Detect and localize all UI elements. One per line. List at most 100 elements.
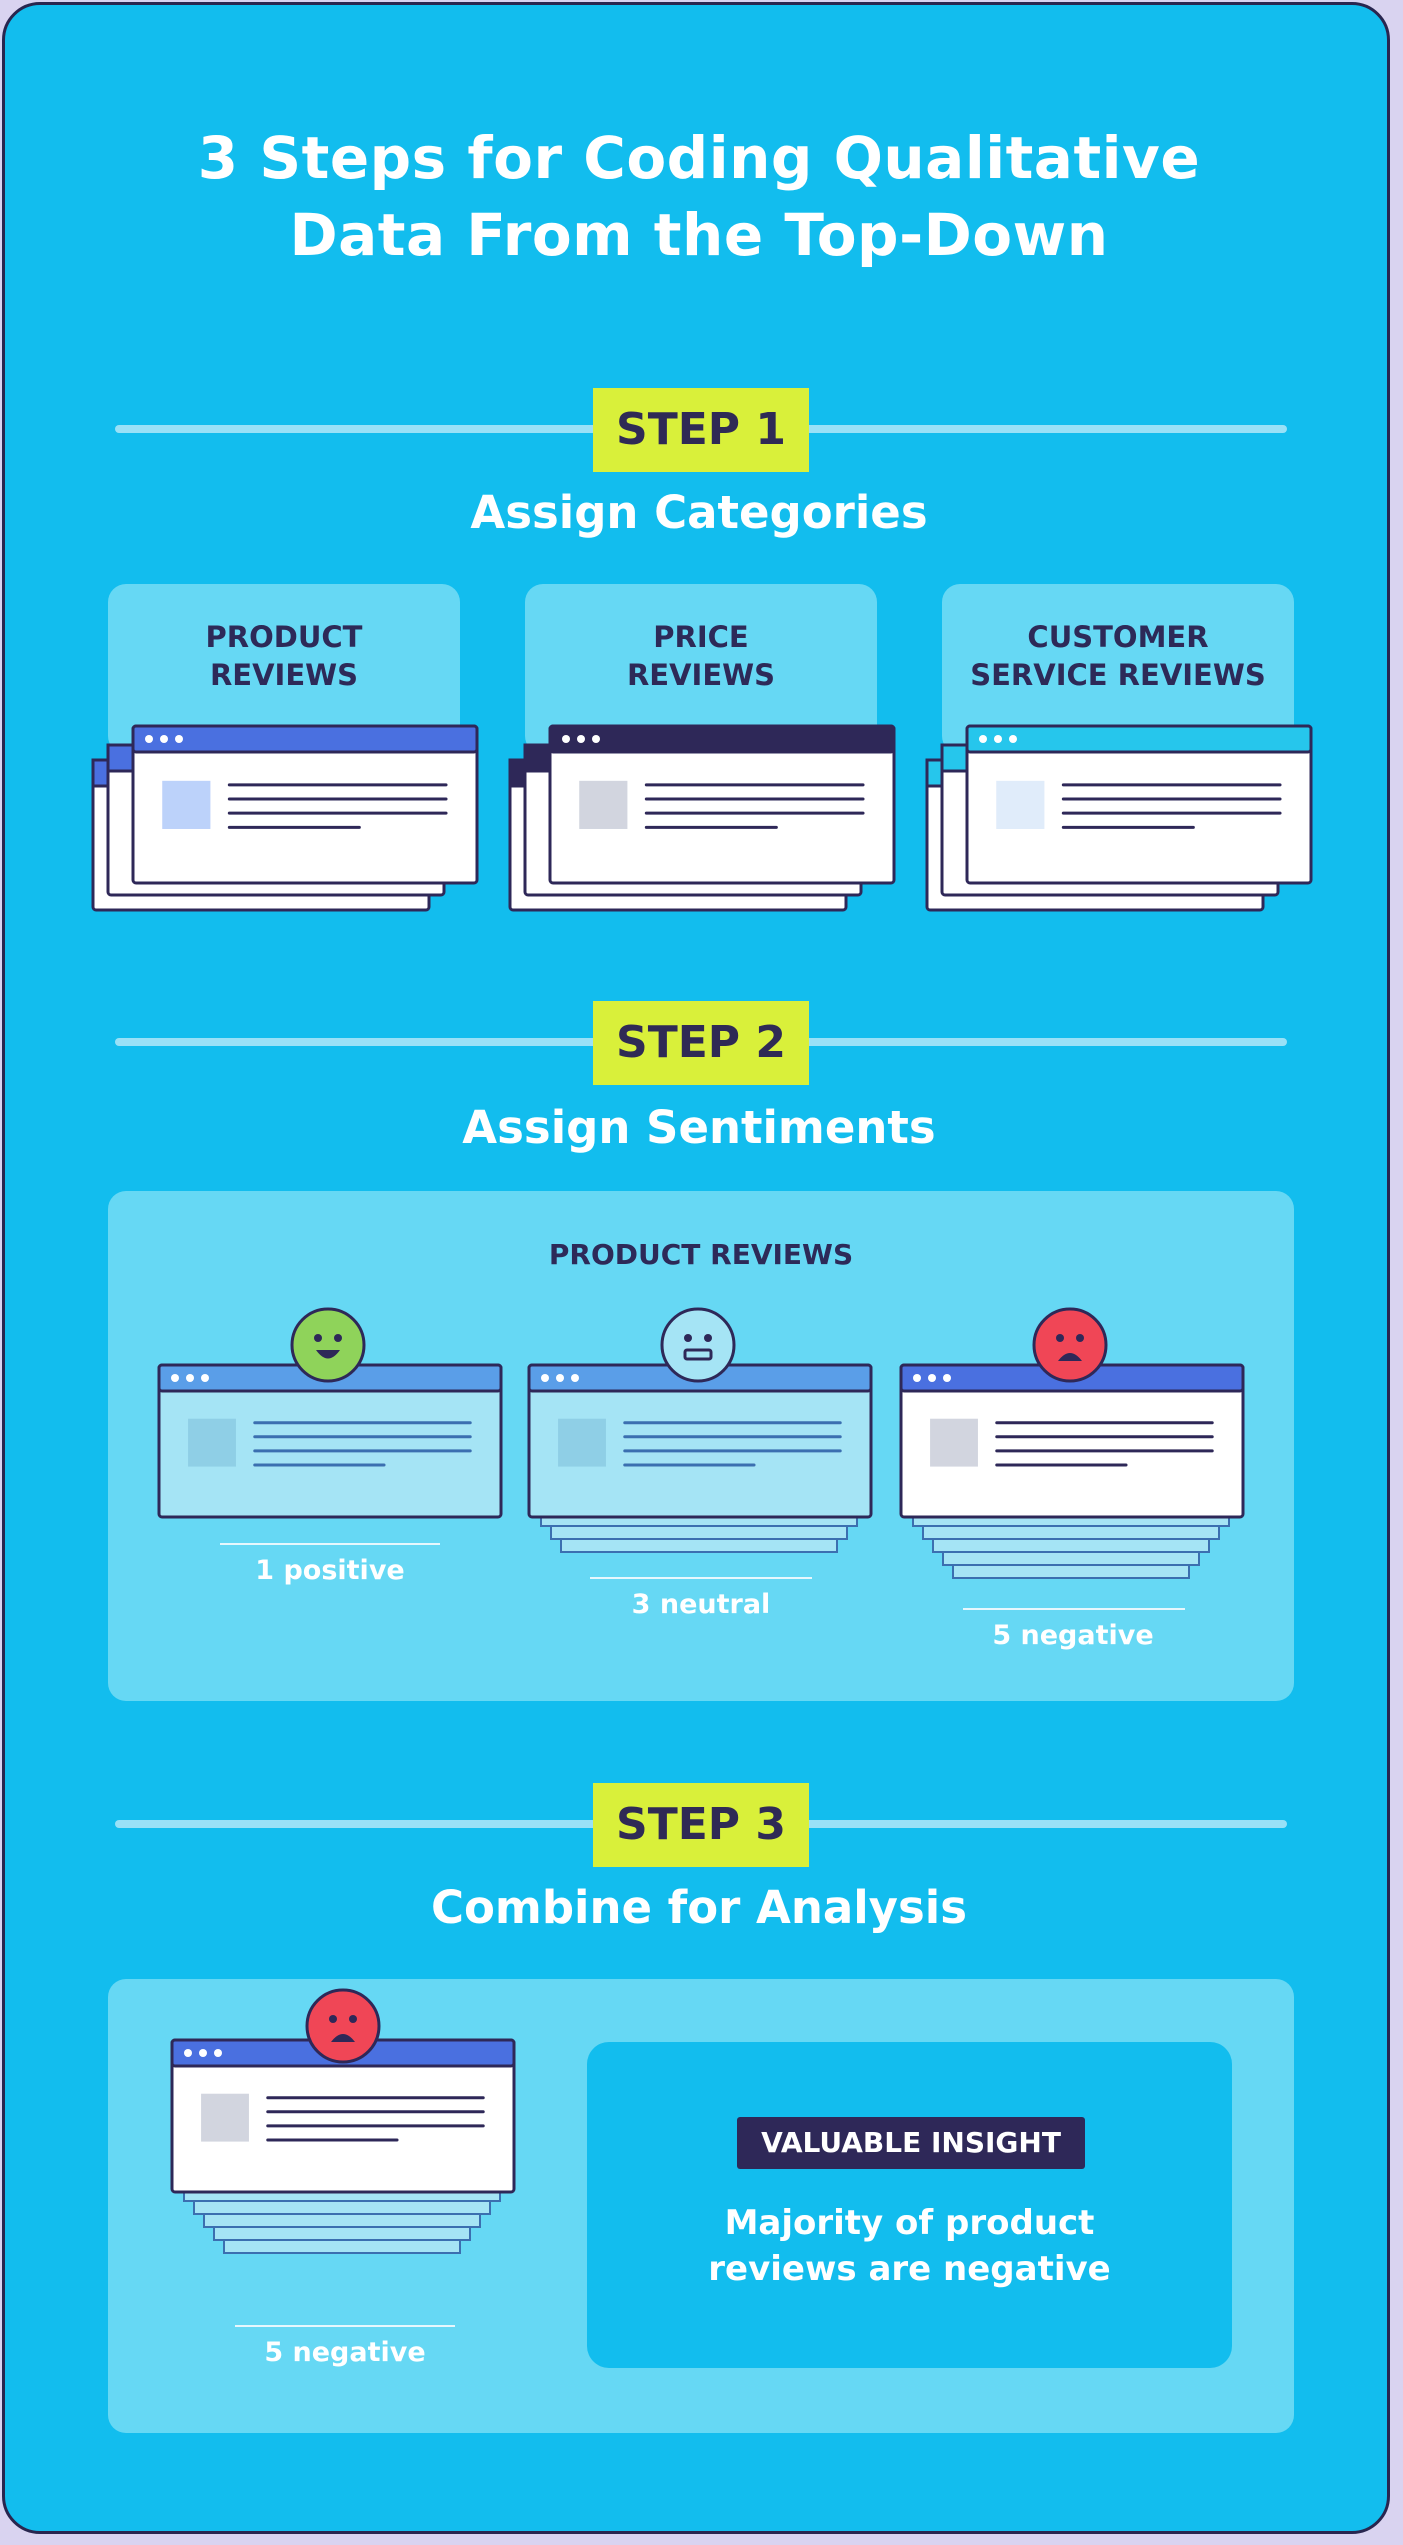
insight-text: Majority of product reviews are negative — [587, 2200, 1232, 2292]
review-window — [965, 724, 1313, 885]
face-mouth — [683, 1348, 713, 1361]
image-placeholder-icon — [579, 780, 628, 829]
review-window — [131, 724, 479, 885]
review-window — [170, 2038, 516, 2194]
category-label-price: PRICE REVIEWS — [525, 618, 877, 694]
count-underline — [963, 1608, 1185, 1610]
stacked-review-plate — [952, 1564, 1190, 1579]
window-dot-icon — [571, 1374, 579, 1382]
window-dot-icon — [979, 735, 987, 743]
face-eye — [349, 2015, 357, 2023]
insight-line: reviews are negative — [708, 2249, 1111, 2289]
step2-badge: STEP 2 — [593, 1001, 809, 1085]
category-label-line: SERVICE REVIEWS — [970, 658, 1266, 692]
image-placeholder-icon — [558, 1418, 606, 1467]
stacked-review-plate — [203, 2213, 481, 2228]
review-window — [548, 724, 896, 885]
sad-face-icon — [1032, 1307, 1108, 1383]
category-label-line: REVIEWS — [209, 658, 359, 692]
review-window — [527, 1363, 873, 1519]
window-stack-price — [508, 724, 896, 912]
face-circle — [660, 1307, 736, 1383]
image-placeholder-icon — [201, 2093, 249, 2142]
image-placeholder-icon — [162, 780, 211, 829]
category-label-line: PRICE — [653, 620, 749, 654]
face-eye — [684, 1334, 692, 1342]
stacked-review-plate — [932, 1538, 1210, 1553]
window-dot-icon — [175, 735, 183, 743]
step1-badge: STEP 1 — [593, 388, 809, 472]
window-dot-icon — [201, 1374, 209, 1382]
category-label-product: PRODUCT REVIEWS — [108, 618, 460, 694]
window-dot-icon — [943, 1374, 951, 1382]
sentiment-window-neutral — [527, 1307, 873, 1553]
face-circle — [305, 1988, 381, 2064]
window-dot-icon — [994, 735, 1002, 743]
window-dot-icon — [160, 735, 168, 743]
face-eye — [329, 2015, 337, 2023]
window-title-bar — [131, 724, 479, 754]
window-title-bar — [548, 724, 896, 754]
window-dot-icon — [145, 735, 153, 743]
stacked-review-plate — [213, 2226, 471, 2241]
window-dot-icon — [1009, 735, 1017, 743]
sentiment-window-negative — [899, 1307, 1245, 1579]
face-circle — [290, 1307, 366, 1383]
count-label-neutral: 3 neutral — [631, 1589, 771, 1620]
happy-face-icon — [290, 1307, 366, 1383]
window-dot-icon — [913, 1374, 921, 1382]
stacked-review-plate — [193, 2200, 491, 2215]
stacked-review-plate — [922, 1525, 1220, 1540]
window-dot-icon — [541, 1374, 549, 1382]
neutral-face-icon — [660, 1307, 736, 1383]
face-eye — [1076, 1334, 1084, 1342]
combined-count-label: 5 negative — [264, 2337, 426, 2368]
insight-badge: VALUABLE INSIGHT — [737, 2117, 1085, 2169]
face-mouth — [331, 2034, 355, 2042]
window-stack-customer-service — [925, 724, 1313, 912]
face-eye — [704, 1334, 712, 1342]
step1-heading: Assign Categories — [470, 486, 928, 539]
window-title-bar — [965, 724, 1313, 754]
face-circle — [1032, 1307, 1108, 1383]
count-underline — [590, 1577, 812, 1579]
step3-heading: Combine for Analysis — [430, 1881, 968, 1934]
category-label-customer-service: CUSTOMER SERVICE REVIEWS — [942, 618, 1294, 694]
window-dot-icon — [592, 735, 600, 743]
window-dot-icon — [184, 2049, 192, 2057]
category-label-line: PRODUCT — [205, 620, 363, 654]
face-eye — [1056, 1334, 1064, 1342]
title-line-1: 3 Steps for Coding Qualitative — [197, 124, 1201, 192]
image-placeholder-icon — [996, 780, 1045, 829]
count-label-positive: 1 positive — [255, 1555, 405, 1586]
window-dot-icon — [556, 1374, 564, 1382]
count-label-negative: 5 negative — [992, 1620, 1154, 1651]
combined-negative-window — [170, 1988, 516, 2254]
sad-face-icon — [305, 1988, 381, 2064]
face-eye — [314, 1334, 322, 1342]
window-dot-icon — [199, 2049, 207, 2057]
count-underline — [235, 2325, 455, 2327]
stacked-review-plate — [223, 2239, 461, 2254]
window-dot-icon — [214, 2049, 222, 2057]
image-placeholder-icon — [188, 1418, 236, 1467]
window-stack-product — [91, 724, 479, 912]
count-underline — [220, 1543, 440, 1545]
step3-badge: STEP 3 — [593, 1783, 809, 1867]
category-label-line: REVIEWS — [626, 658, 776, 692]
stacked-review-plate — [550, 1525, 848, 1540]
window-dot-icon — [171, 1374, 179, 1382]
window-dot-icon — [577, 735, 585, 743]
category-label-line: CUSTOMER — [1027, 620, 1209, 654]
image-placeholder-icon — [930, 1418, 978, 1467]
sentiment-window-positive — [157, 1307, 503, 1519]
face-mouth — [1058, 1353, 1082, 1361]
face-mouth — [316, 1350, 340, 1359]
face-eye — [334, 1334, 342, 1342]
stacked-review-plate — [942, 1551, 1200, 1566]
window-dot-icon — [186, 1374, 194, 1382]
step2-heading: Assign Sentiments — [462, 1101, 936, 1154]
sentiment-panel-title: PRODUCT REVIEWS — [548, 1238, 854, 1271]
review-window — [899, 1363, 1245, 1519]
